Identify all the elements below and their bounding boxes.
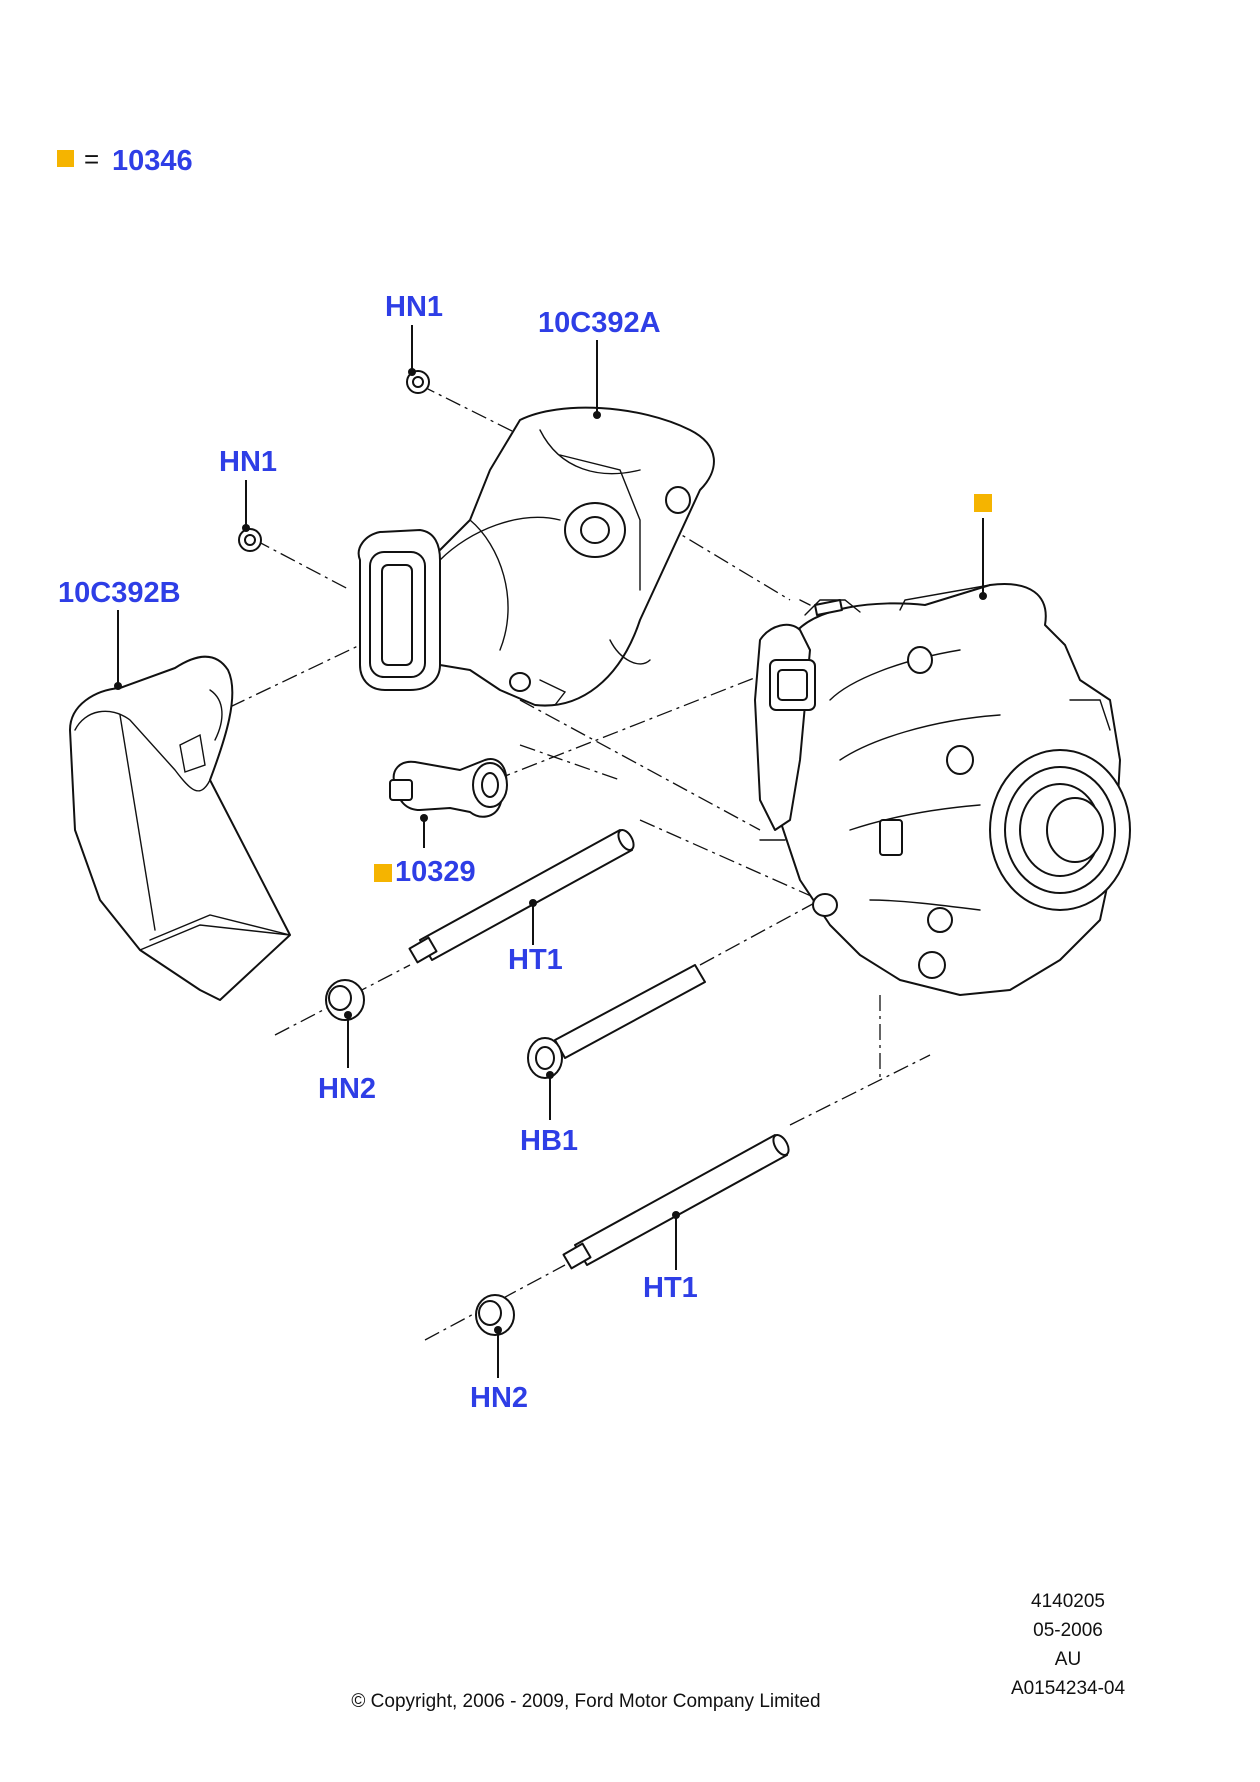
label-ht1-upper: HT1 [508,944,563,976]
label-hn1-left: HN1 [219,446,277,478]
info-line-3: AU [1055,1649,1081,1670]
label-hn1-top: HN1 [385,291,443,323]
hn1-nut-top [406,370,430,394]
ht1-stud-upper [408,829,635,964]
legend: = 10346 [57,144,193,177]
copyright-notice: © Copyright, 2006 - 2009, Ford Motor Com… [351,1691,820,1712]
label-hb1: HB1 [520,1125,578,1157]
info-line-2: 05-2006 [1033,1620,1103,1641]
legend-marker [57,150,74,167]
connector-10329 [389,758,508,818]
alternator-10346 [754,583,1131,996]
info-line-4: A0154234-04 [1011,1678,1126,1699]
alternator-marker [974,494,992,512]
hn2-nut-upper [325,979,365,1021]
label-10329: 10329 [395,856,476,888]
hn1-nut-left [238,528,262,552]
hn2-nut-lower [475,1294,515,1336]
legend-part-number: 10346 [112,145,193,177]
duct-10c392b [69,655,291,1001]
label-hn2-lower: HN2 [470,1382,528,1414]
callout-labels: HN1 10C392A HN1 10C392B 10329 HT1 HN2 HB… [58,291,992,1414]
hb1-bolt [527,964,706,1079]
leader-lines [114,325,987,1378]
label-ht1-lower: HT1 [643,1272,698,1304]
ht1-stud-lower [562,1134,790,1270]
label-10c392b: 10C392B [58,577,181,609]
label-hn2-upper: HN2 [318,1073,376,1105]
shroud-10c392a [357,406,715,707]
drawing-info-block: 4140205 05-2006 AU A0154234-04 [1011,1591,1126,1699]
label-10c392a: 10C392A [538,307,661,339]
legend-equals: = [84,144,99,174]
connector-marker [374,864,392,882]
info-line-1: 4140205 [1031,1591,1105,1612]
